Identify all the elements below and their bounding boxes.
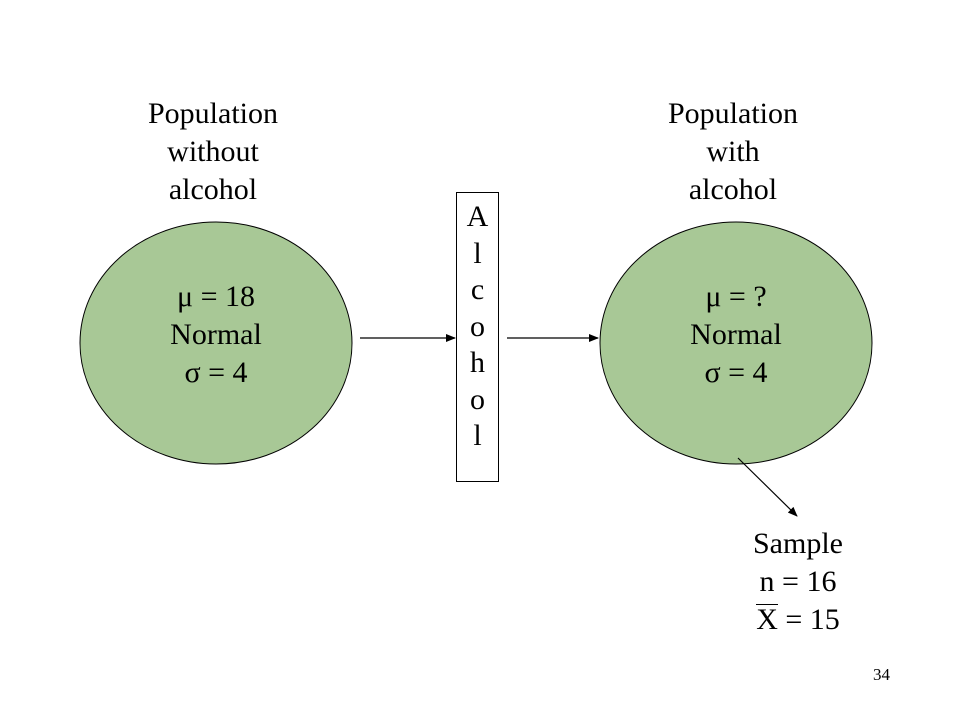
sample-info: Sample n = 16 X = 15	[698, 525, 898, 639]
left-population-title: Population without alcohol	[113, 95, 313, 209]
xbar-letter: X	[756, 603, 778, 636]
left-distribution: Normal	[170, 318, 262, 351]
right-title-line-3: alcohol	[688, 173, 778, 206]
xbar-symbol: X	[756, 601, 778, 639]
alcohol-letter: l	[473, 236, 482, 270]
right-sd: σ = 4	[704, 356, 768, 389]
alcohol-letter: o	[470, 382, 485, 416]
alcohol-letter: c	[470, 273, 485, 306]
right-mean: μ = ?	[705, 280, 767, 313]
sample-mean: X = 15	[698, 601, 898, 639]
left-population-ellipse	[79, 221, 353, 465]
alcohol-letter: h	[470, 346, 485, 379]
sample-mean-value: = 15	[777, 603, 840, 636]
sample-title: Sample	[753, 527, 843, 560]
alcohol-vertical-label: A l c o h o l	[456, 199, 499, 455]
left-title-line-2: without	[167, 135, 259, 168]
sample-size: n = 16	[759, 565, 837, 598]
left-title-line-1: Population	[147, 97, 278, 130]
alcohol-letter: A	[466, 200, 489, 233]
arrow-right-to-sample	[737, 457, 798, 517]
left-title-line-3: alcohol	[168, 173, 258, 206]
alcohol-letter: l	[473, 419, 482, 452]
right-title-line-2: with	[706, 135, 760, 168]
right-population-title: Population with alcohol	[633, 95, 833, 209]
alcohol-letter: o	[470, 309, 485, 343]
left-population-parameters: μ = 18 Normal σ = 4	[116, 278, 316, 392]
right-population-ellipse	[599, 221, 873, 465]
page-number: 34	[873, 665, 890, 684]
right-title-line-1: Population	[667, 97, 798, 130]
left-sd: σ = 4	[184, 356, 248, 389]
right-population-parameters: μ = ? Normal σ = 4	[636, 278, 836, 392]
left-mean: μ = 18	[176, 280, 255, 313]
xbar-overline	[756, 604, 778, 605]
right-distribution: Normal	[690, 318, 782, 351]
alcohol-treatment-box	[456, 192, 499, 482]
